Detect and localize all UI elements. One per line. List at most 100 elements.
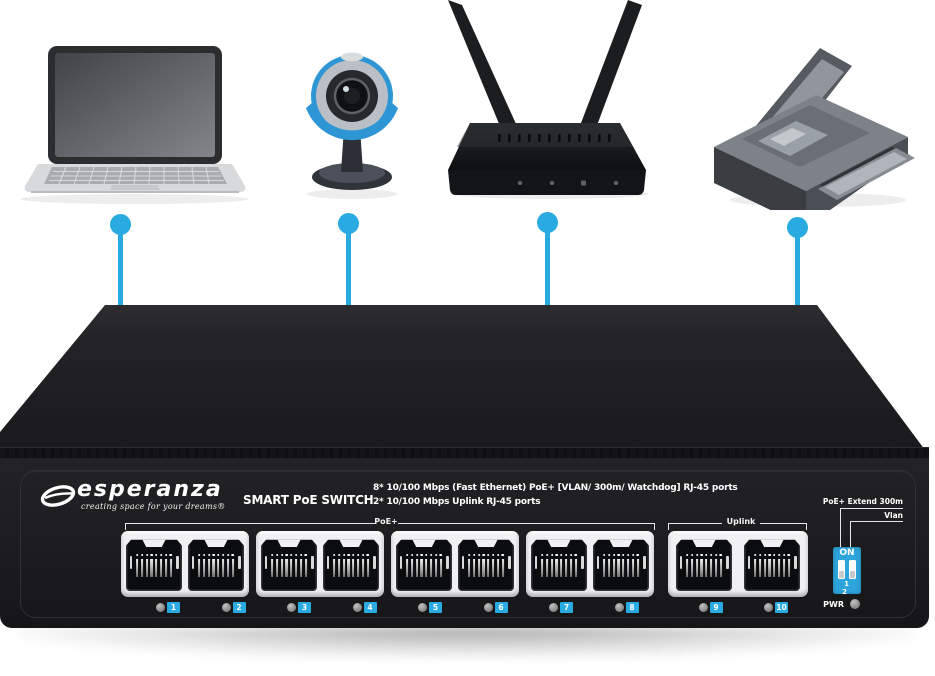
switch-title: SMART PoE SWITCH <box>243 493 374 507</box>
poe-bracket-tick <box>125 523 126 530</box>
rj45-clip <box>446 556 449 569</box>
rj45-clip <box>238 556 241 569</box>
esperanza-logo-swoosh-icon <box>40 485 76 507</box>
port-frame <box>391 531 519 597</box>
rj45-port[interactable] <box>261 539 317 591</box>
port-number-badge: 2 <box>232 602 246 613</box>
uplink-group-bracket <box>668 523 722 524</box>
rj45-clip <box>534 556 537 569</box>
dip-position-labels: 1 2 <box>842 580 854 596</box>
connector-line-printer <box>794 235 800 310</box>
rj45-latch-tab <box>759 539 785 547</box>
poe-group-label: PoE+ <box>374 517 398 526</box>
pwr-led <box>850 599 860 609</box>
port-frame <box>256 531 384 597</box>
rj45-clip <box>176 556 179 569</box>
rj45-port[interactable] <box>323 539 379 591</box>
connector-line-router <box>544 230 550 310</box>
port-led <box>698 603 708 612</box>
dip-slider-1[interactable] <box>837 560 845 579</box>
poe-bracket-tick <box>654 523 655 530</box>
rj45-clip <box>679 556 682 569</box>
rj45-clip <box>726 556 729 569</box>
port-frame <box>526 531 654 597</box>
pwr-label: PWR <box>823 600 844 609</box>
switch-front-edge <box>0 447 929 458</box>
rj45-pins <box>754 559 790 577</box>
dip-on-label: ON <box>839 548 855 558</box>
rj45-port[interactable] <box>126 539 182 591</box>
port-led <box>287 603 296 612</box>
rj45-pins <box>136 559 172 577</box>
rj45-contacts <box>198 554 234 557</box>
spec-line-1: 8* 10/100 Mbps (Fast Ethernet) PoE+ [VLA… <box>373 483 738 493</box>
laptop-image <box>20 46 248 204</box>
rj45-clip <box>399 556 402 569</box>
rj45-port[interactable] <box>531 539 587 591</box>
rj45-port[interactable] <box>593 539 649 591</box>
router-image <box>448 0 649 199</box>
rj45-clip <box>373 556 376 569</box>
rj45-contacts <box>686 554 722 557</box>
rj45-port[interactable] <box>396 539 452 591</box>
port-led <box>764 603 773 612</box>
rj45-contacts <box>541 554 577 557</box>
rj45-contacts <box>603 554 639 557</box>
spec-line-2: 2* 10/100 Mbps Uplink RJ-45 ports <box>373 497 541 507</box>
rj45-pins <box>333 559 369 577</box>
rj45-pins <box>406 559 442 577</box>
rj45-contacts <box>468 554 504 557</box>
rj45-latch-tab <box>276 539 302 547</box>
dip-slider-2[interactable] <box>848 560 856 579</box>
rj45-latch-tab <box>608 539 634 547</box>
switch-shadow <box>18 627 915 659</box>
connector-dot-webcam <box>337 213 359 234</box>
dip-callout-line <box>840 508 903 509</box>
port-number-badge: 5 <box>429 602 442 613</box>
switch-panel: esperanza creating space for your dreams… <box>20 470 916 618</box>
port-number-badge: 1 <box>167 602 180 613</box>
rj45-pins <box>198 559 234 577</box>
rj45-contacts <box>333 554 369 557</box>
rj45-port[interactable] <box>676 539 732 591</box>
switch-top-surface <box>0 305 925 450</box>
rj45-latch-tab <box>203 539 229 547</box>
rj45-clip <box>508 556 511 569</box>
dip-label-poe-extend: PoE+ Extend 300m <box>822 497 903 506</box>
rj45-port[interactable] <box>458 539 514 591</box>
antenna-left <box>448 0 517 131</box>
connector-line-webcam <box>345 231 351 310</box>
rj45-contacts <box>271 554 307 557</box>
rj45-latch-tab <box>338 539 364 547</box>
rj45-pins <box>271 559 307 577</box>
rj45-contacts <box>754 554 790 557</box>
rj45-pins <box>541 559 577 577</box>
printer-image <box>714 48 915 210</box>
webcam-image <box>306 52 398 199</box>
port-led <box>221 603 231 612</box>
connector-dot-router <box>536 212 558 233</box>
rj45-port[interactable] <box>188 539 244 591</box>
port-led <box>614 603 624 612</box>
rj45-clip <box>581 556 584 569</box>
rj45-port[interactable] <box>744 539 800 591</box>
rj45-pins <box>468 559 504 577</box>
uplink-group-label: Uplink <box>726 517 756 526</box>
port-frame-uplink <box>668 531 808 597</box>
port-number-badge: 3 <box>298 602 311 613</box>
rj45-clip <box>643 556 646 569</box>
brand-tagline: creating space for your dreams® <box>81 502 226 511</box>
port-number-badge: 9 <box>709 602 723 613</box>
port-led <box>156 603 165 612</box>
port-number-badge: 6 <box>494 602 508 613</box>
rj45-clip <box>794 556 797 569</box>
port-led <box>483 603 493 612</box>
rj45-clip <box>461 556 464 569</box>
rj45-latch-tab <box>473 539 499 547</box>
port-number-badge: 10 <box>775 602 788 613</box>
rj45-pins <box>686 559 722 577</box>
dip-switch-block[interactable]: ON 1 2 <box>833 547 861 596</box>
rj45-clip <box>311 556 314 569</box>
port-number-badge: 7 <box>560 602 573 613</box>
